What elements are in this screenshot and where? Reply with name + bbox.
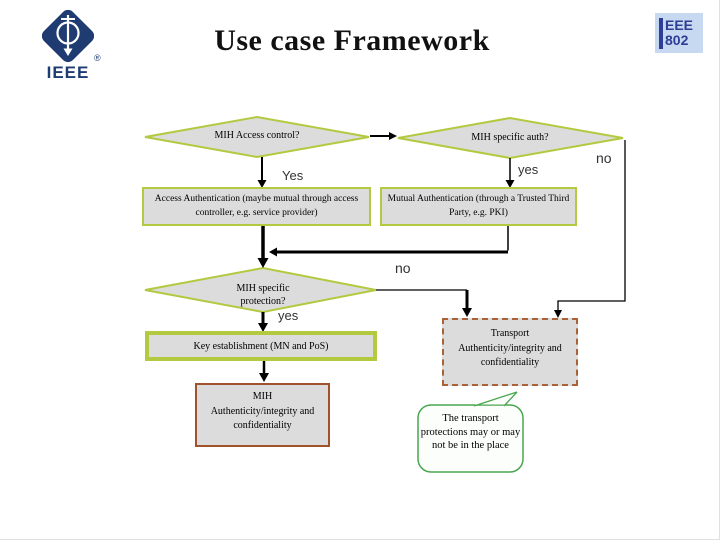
box-transport-line1: Transport: [490, 328, 530, 339]
diamond-label-access-control: MIH Access control?: [214, 130, 300, 141]
branch-label-no-specific-protection: no: [395, 260, 411, 276]
branch-label-yes-access-control: Yes: [282, 168, 304, 183]
callout-bubble-shape: [417, 391, 524, 473]
connector-access-control-yes: [257, 157, 267, 188]
branch-label-yes-specific-auth: yes: [518, 162, 539, 177]
box-transport-protection: Transport Authenticity/integrity and con…: [442, 318, 578, 386]
slide-title: Use case Framework: [214, 24, 490, 57]
ieee-logo: ® IEEE: [41, 9, 101, 82]
box-mih-line2: Authenticity/integrity and: [210, 405, 315, 417]
box-mih-line1: MIH: [252, 391, 273, 402]
connector-protection-yes: [258, 312, 268, 332]
callout-note: The transport protections may or may not…: [420, 413, 521, 451]
ieee-802-badge: EEE 802: [655, 13, 703, 53]
connector-access-control-to-specific-auth: [370, 132, 397, 140]
connector-protection-no: [376, 289, 472, 317]
ieee-registered-mark: ®: [94, 53, 101, 63]
ieee-802-badge-line2: 802: [665, 32, 689, 48]
box-mih-line3: confidentiality: [233, 420, 292, 431]
diamond-label-line1: MIH specific: [236, 283, 290, 294]
branch-label-no-specific-auth: no: [596, 150, 612, 166]
diamond-mih-specific-auth: [397, 116, 624, 160]
branch-label-yes-specific-protection: yes: [278, 308, 299, 323]
connector-access-auth-to-protection: [257, 226, 269, 268]
diamond-label-line2: protection?: [240, 296, 286, 307]
connector-specific-auth-yes: [505, 158, 515, 188]
box-mutual-authentication: Mutual Authentication (through a Trusted…: [380, 187, 577, 226]
connector-specific-auth-no: [554, 140, 626, 318]
connector-mutual-auth-merge: [269, 226, 509, 257]
diamond-label-specific-protection: MIH specific protection?: [188, 282, 338, 308]
box-key-establishment: Key establishment (MN and PoS): [145, 331, 377, 361]
ieee-802-badge-bar: [659, 17, 663, 49]
box-access-authentication: Access Authentication (maybe mutual thro…: [142, 187, 371, 226]
diamond-label-specific-auth: MIH specific auth?: [471, 132, 549, 143]
ieee-logo-arrowhead-icon: [63, 48, 73, 56]
connector-key-to-mih: [259, 361, 269, 382]
box-transport-line2: Authenticity/integrity and: [458, 342, 562, 354]
diamond-mih-access-control: [144, 115, 370, 159]
ieee-logo-label: IEEE: [47, 63, 90, 82]
box-mih-protection: MIH Authenticity/integrity and confident…: [195, 383, 330, 447]
box-transport-line3: confidentiality: [480, 357, 540, 368]
ieee-802-badge-line1: EEE: [665, 17, 694, 33]
